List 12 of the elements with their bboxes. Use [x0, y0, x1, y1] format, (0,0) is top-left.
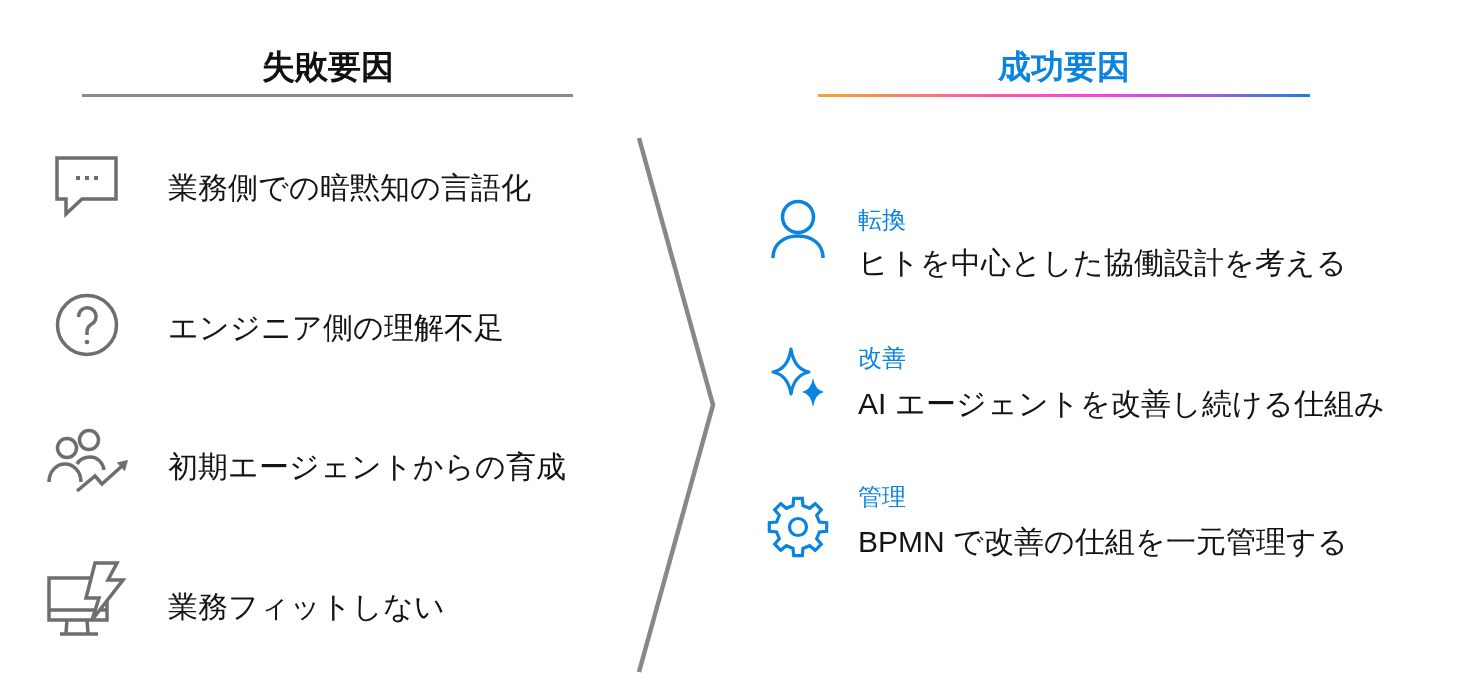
success-factor-heading: 管理	[858, 482, 906, 513]
failure-factor-text: エンジニア側の理解不足	[168, 309, 504, 346]
success-factor-heading: 改善	[858, 343, 906, 374]
failure-factor-text: 初期エージェントからの育成	[168, 448, 566, 485]
column-heading: 失敗要因	[261, 46, 394, 87]
column-heading: 成功要因	[998, 46, 1130, 87]
success-factor-heading: 転換	[858, 205, 906, 236]
failure-factor-text: 業務フィットしない	[168, 588, 445, 625]
success-factor-text: AI エージェントを改善し続ける仕組み	[858, 385, 1385, 422]
success-factor-text: BPMN で改善の仕組を一元管理する	[858, 523, 1348, 560]
success-factor-text: ヒトを中心とした協働設計を考える	[858, 244, 1347, 281]
failure-factor-text: 業務側での暗黙知の言語化	[168, 169, 531, 206]
